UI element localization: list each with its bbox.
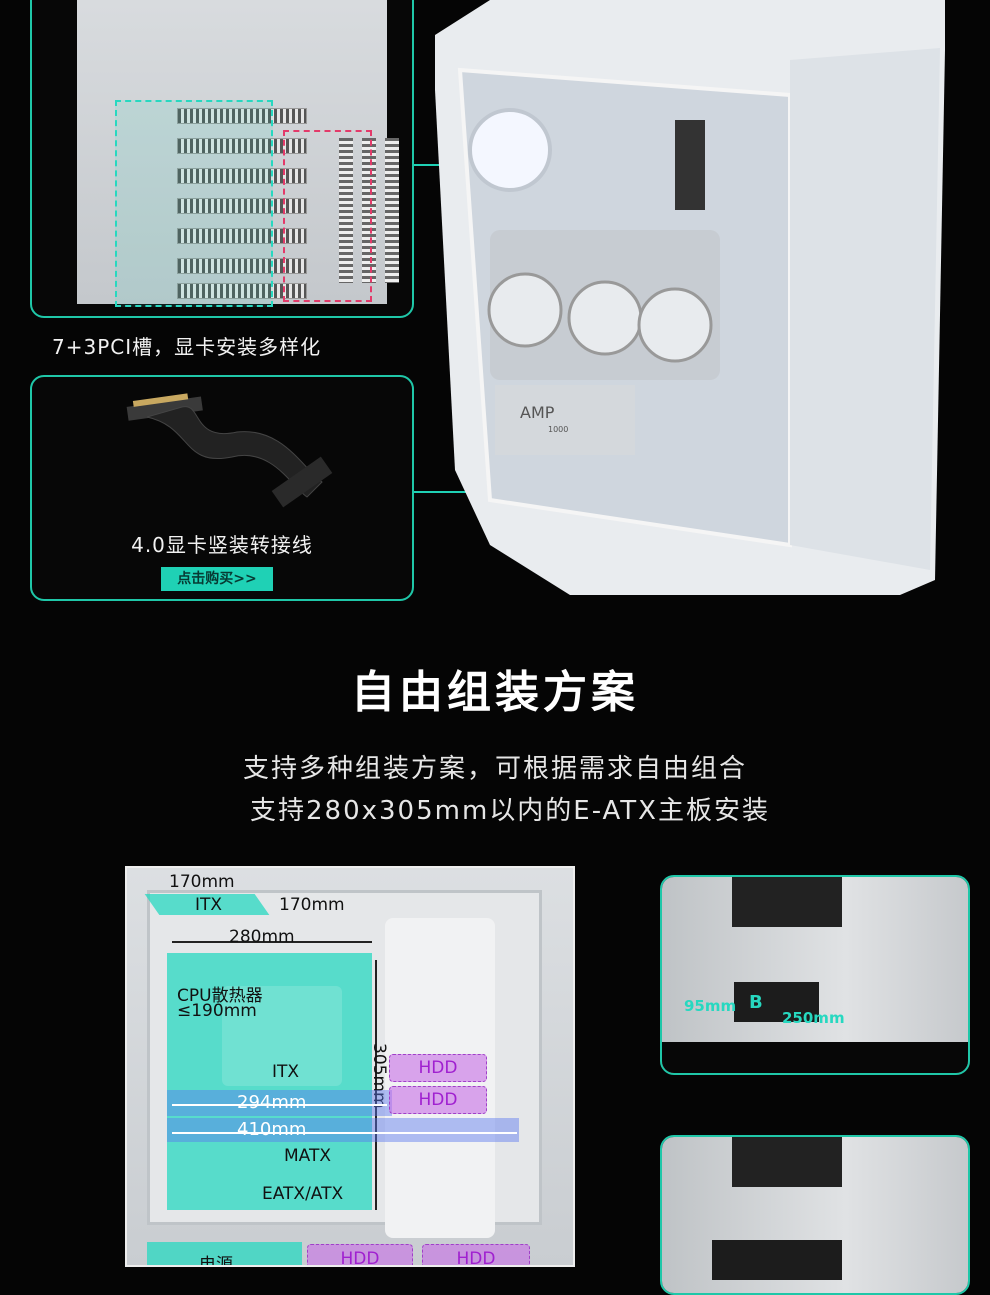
bottom-bay-card-1: 95mm B 250mm — [660, 875, 970, 1075]
cpu-cooler-limit: ≤190mm — [177, 1001, 257, 1021]
buy-button[interactable]: 点击购买>> — [161, 567, 273, 591]
psu-label: 电源 — [199, 1255, 233, 1267]
gpu-294-label: 294mm — [237, 1092, 307, 1113]
riser-cable-image — [126, 393, 333, 508]
bay-label-b: B — [749, 992, 763, 1013]
svg-text:1000: 1000 — [548, 425, 568, 434]
hdd-slot: HDD — [422, 1244, 530, 1265]
hdd-slot: HDD — [389, 1054, 487, 1082]
horizontal-slots-highlight — [115, 100, 273, 307]
hdd-slot: HDD — [389, 1086, 487, 1114]
eatx-label: EATX/ATX — [262, 1184, 344, 1204]
motherboard-zone — [167, 953, 372, 1210]
bottom-bay-card-2 — [660, 1135, 970, 1295]
section-subtitle-1: 支持多种组装方案，可根据需求自由组合 — [242, 754, 747, 784]
matx-label: MATX — [284, 1146, 332, 1166]
pc-case-photo: AMP 1000 — [430, 0, 950, 595]
gpu-410-label: 410mm — [237, 1119, 307, 1140]
itx-top-label: ITX — [195, 895, 223, 915]
side-170: 170mm — [279, 895, 345, 915]
gpu-410-bar — [167, 1118, 519, 1142]
psu-zone — [147, 1242, 302, 1265]
top-170: 170mm — [169, 872, 235, 892]
gpu-294-bar — [167, 1090, 392, 1116]
pci-slots-card — [30, 0, 414, 318]
dim-left: 95mm — [684, 997, 737, 1015]
vertical-slots-highlight — [283, 130, 372, 302]
width-280: 280mm — [229, 927, 295, 947]
hdd-slot: HDD — [307, 1244, 413, 1265]
riser-title: 4.0显卡竖装转接线 — [131, 533, 313, 557]
case-layout-diagram: 170mm ITX 170mm 280mm CPU散热器 ≤190mm 305m… — [125, 866, 575, 1267]
itx-label: ITX — [272, 1062, 300, 1082]
riser-cable-card: 4.0显卡竖装转接线 — [30, 375, 414, 601]
dim-right: 250mm — [782, 1009, 845, 1027]
section-subtitle-2: 支持280x305mm以内的E-ATX主板安装 — [250, 796, 770, 826]
cpu-cooler-label: CPU散热器 — [177, 986, 263, 1006]
pci-slots-photo — [77, 0, 399, 304]
pci-caption: 7+3PCI槽，显卡安装多样化 — [52, 335, 322, 359]
svg-text:AMP: AMP — [520, 403, 555, 422]
section-title: 自由组装方案 — [351, 667, 639, 718]
